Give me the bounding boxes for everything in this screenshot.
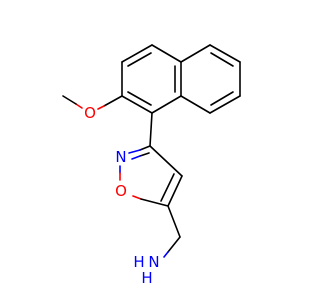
bond-c2-o (103, 95, 123, 107)
bond-c5-c6 (209, 44, 241, 63)
isoxazole-oxygen-label: O (115, 182, 127, 200)
amine-nitrogen-label: N (148, 253, 159, 271)
bond-c5-c4 (167, 175, 183, 207)
methoxy-oxygen-label: O (84, 104, 96, 122)
bond-c3-n-double-a (139, 152, 150, 157)
bond-c7-c8-double (210, 91, 234, 106)
background (0, 0, 300, 300)
bond-c3-c4 (121, 44, 153, 63)
bond-c4a-c5 (180, 44, 211, 63)
bond-c1-c2-double (127, 91, 152, 106)
bond-o-c5-red (132, 195, 142, 200)
bond-c3-n-double-b (131, 155, 141, 160)
bond-o-c2-red (97, 105, 105, 110)
bond-c7-c8 (209, 95, 241, 114)
naphthalene-right-ring (180, 44, 241, 114)
bond-ch2-n-blue (163, 251, 169, 258)
bond-c5-c6-double (210, 52, 234, 67)
bond-c3-n (139, 145, 151, 151)
bond-o-ch3-red (75, 103, 83, 109)
bond-c5-c4-double (160, 173, 175, 202)
naphthalene-left-ring (121, 44, 182, 114)
isoxazole-nitrogen-label: N (115, 148, 126, 166)
bond-c1-c2 (121, 95, 153, 114)
bond-n-c3-blue (128, 149, 141, 154)
bond-c4-c4a (151, 44, 182, 63)
molecule-structure-diagram: O N O N H H (0, 0, 300, 300)
bond-c8-c8a (180, 95, 211, 114)
bond-naphthyl-isoxazole (149, 112, 153, 147)
amine-hydrogen-label: H (141, 269, 152, 287)
isoxazole-ring: N O (115, 145, 183, 207)
bond-c5-ch2 (167, 205, 181, 238)
bond-c3-c4-double (127, 52, 152, 67)
methoxy-group: O (62, 95, 123, 122)
bond-c4-c3 (149, 145, 183, 177)
bond-c8a-c1 (151, 95, 182, 114)
aminomethyl-group: N H H (133, 205, 181, 287)
bond-ch2-n (167, 236, 181, 253)
bond-o-c5 (140, 198, 169, 207)
bond-o-ch3 (62, 95, 77, 105)
amine-hydrogen-label-2: H (133, 253, 144, 271)
